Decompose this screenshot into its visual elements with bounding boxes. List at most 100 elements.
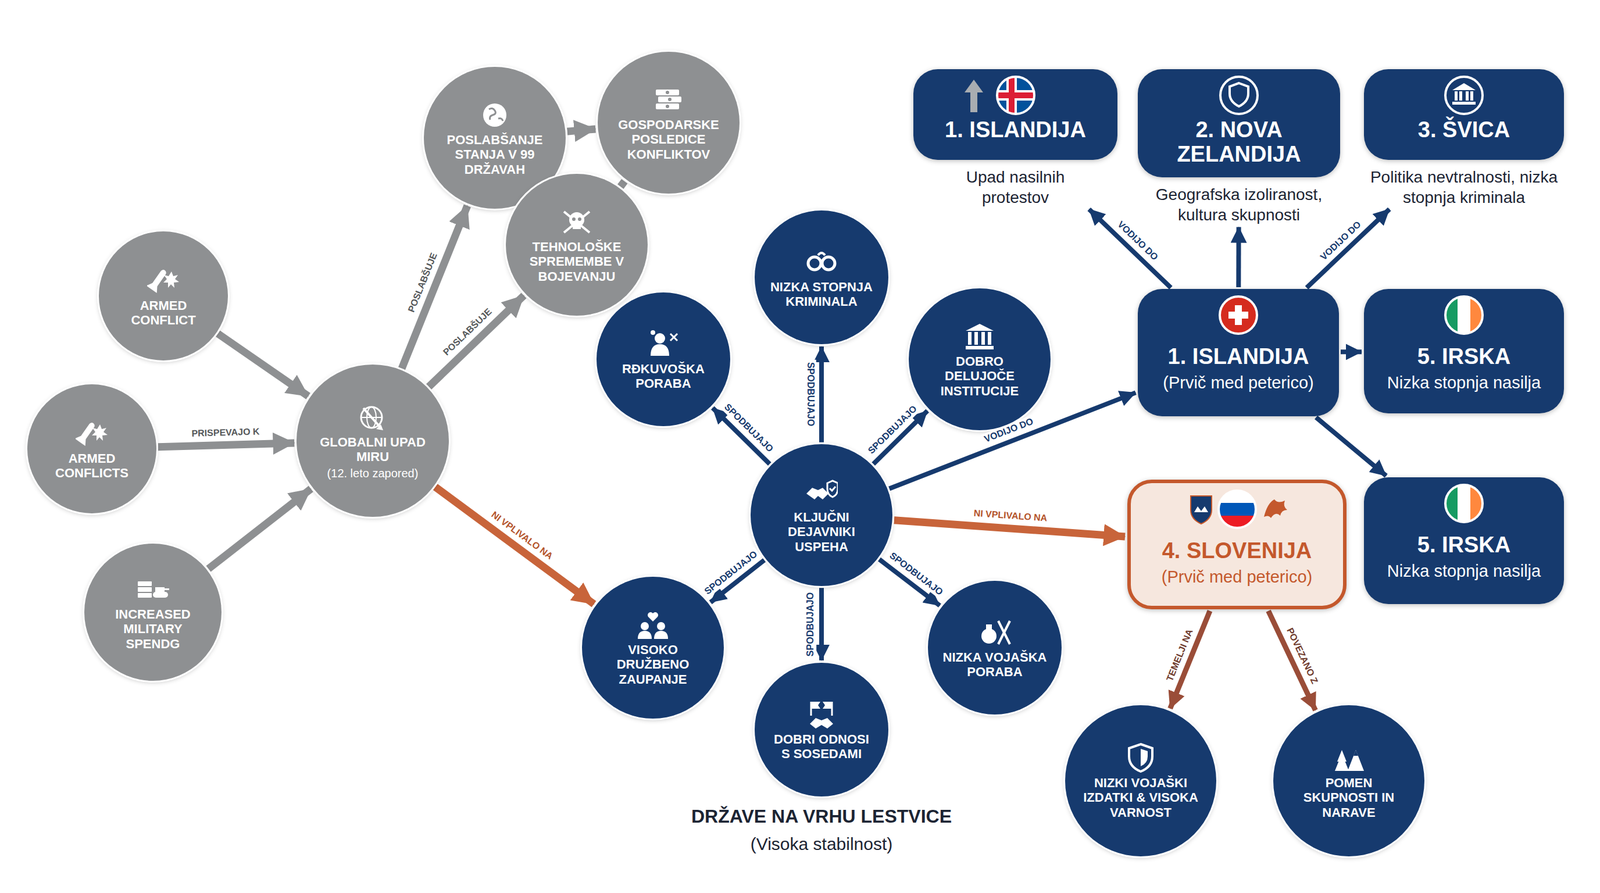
- circle-icon-part: [998, 620, 1010, 645]
- circle-icon-part: [572, 217, 576, 221]
- rank-box: 1. ISLANDIJA: [913, 69, 1118, 160]
- edge-label: POSLABŠUJE: [405, 248, 442, 316]
- circle-icon-part: [650, 330, 656, 335]
- flag-icon-part: [1454, 91, 1458, 101]
- edge-label: SPODBUJAJO: [885, 548, 948, 599]
- circle-heading: RÐKUVOŠKA PORABA: [611, 361, 716, 392]
- circle-icon-part: [998, 620, 1010, 645]
- circle-text: POMEN SKUPNOSTI IN NARAVE: [1290, 775, 1407, 820]
- circle-icon-part: [665, 90, 670, 95]
- flag-icon-part: [1470, 91, 1474, 101]
- circle-icon-part: [163, 271, 180, 288]
- circle-icon: [136, 573, 170, 606]
- flag-icon-part: [1263, 499, 1288, 519]
- edge-label: NI VPLIVALO NA: [487, 507, 557, 564]
- flag-icon-part: [992, 92, 1039, 99]
- country-card: 3. ŠVICAPolitika nevtralnosti, nizka sto…: [1363, 69, 1564, 208]
- connector-arrow: [819, 587, 824, 661]
- rank-box: 5. IRSKANizka stopnja nasilja: [1363, 477, 1564, 605]
- circle-icon-part: [981, 628, 997, 644]
- rank-note: (Prvič med peterico): [1140, 566, 1334, 588]
- topic-circle: INCREASED MILITARY SPENDG: [84, 543, 222, 681]
- flag-icon: [928, 73, 1103, 117]
- flag-icon-part: [1440, 481, 1488, 525]
- circle-icon-part: [152, 591, 169, 598]
- country-card: 5. IRSKANizka stopnja nasilja: [1363, 288, 1564, 414]
- flag-icon-part: [1229, 83, 1249, 107]
- connector-arrow: [429, 295, 524, 387]
- circle-icon-part: [654, 630, 669, 639]
- circle-icon-part: [822, 701, 832, 709]
- circle-icon: [805, 476, 838, 509]
- edge-label: SPODBUJAJO: [804, 359, 817, 429]
- circle-text: ARMED CONFLICT: [113, 298, 213, 328]
- circle-heading: GLOBALNI UPAD MIRU: [314, 434, 431, 465]
- circle-heading: POMEN SKUPNOSTI IN NARAVE: [1290, 775, 1407, 820]
- edge-label: SPODBUJAJO: [700, 546, 762, 598]
- circle-icon-part: [827, 480, 838, 498]
- circle-note: (12. leto zapored): [314, 466, 431, 481]
- circle-text: DOBRI ODNOSI S SOSEDAMI: [769, 731, 874, 762]
- connector-arrow: [435, 486, 595, 605]
- rank-heading: 1. ISLANDIJA: [922, 118, 1109, 143]
- rank-note: (Prvič med peterico): [1147, 372, 1330, 394]
- circle-heading: DOBRO DELUJOČE INSTITUCIJE: [927, 354, 1032, 399]
- rank-heading: 5. IRSKA: [1373, 533, 1555, 558]
- flag-icon-part: [1008, 73, 1015, 117]
- circle-heading: NIZKA VOJAŠKA PORABA: [942, 650, 1048, 680]
- circle-heading: ARMED CONFLICT: [113, 298, 213, 328]
- circle-icon-part: [650, 344, 670, 356]
- flag-icon: [1376, 293, 1552, 337]
- edge-label: SPODBUJAJO: [804, 589, 817, 659]
- flag-icon-part: [1445, 296, 1483, 334]
- rank-heading: 4. SLOVENIJA: [1140, 538, 1334, 564]
- flag-icon-part: [1459, 91, 1463, 101]
- circle-icon-part: [577, 217, 582, 221]
- circle-icon: [978, 616, 1012, 649]
- rank-note: Nizka stopnja nasilja: [1373, 372, 1555, 394]
- circle-icon: [963, 320, 996, 353]
- circle-text: KLJUČNI DEJAVNIKI USPEHA: [769, 509, 874, 555]
- flag-icon-part: [1445, 76, 1483, 114]
- topic-circle: RÐKUVOŠKA PORABA: [596, 292, 731, 427]
- circle-icon-part: [968, 331, 972, 345]
- rank-box: 4. SLOVENIJA(Prvič med peterico): [1127, 479, 1347, 610]
- flag-icon-part: [964, 79, 984, 113]
- flag-icon-part: [1457, 481, 1471, 525]
- circle-heading: KLJUČNI DEJAVNIKI USPEHA: [769, 509, 874, 555]
- connector-arrow: [1316, 417, 1387, 477]
- topic-circle: DOBRO DELUJOČE INSTITUCIJE: [908, 288, 1051, 431]
- circle-icon-part: [376, 424, 384, 431]
- flag-icon-part: [1228, 311, 1249, 319]
- connector-arrow: [873, 411, 928, 465]
- circle-icon: [560, 205, 594, 239]
- circle-icon-part: [147, 280, 160, 294]
- circle-icon-part: [1353, 750, 1359, 756]
- circle-icon-part: [658, 96, 682, 103]
- circle-text: TEHNOLOŠKE SPREMEMBE V BOJEVANJU: [524, 239, 630, 284]
- country-card: 2. NOVA ZELANDIJAGeografska izoliranost,…: [1137, 69, 1341, 225]
- circle-icon-part: [981, 331, 985, 345]
- circle-text: DOBRO DELUJOČE INSTITUCIJE: [927, 354, 1032, 399]
- circle-icon-part: [965, 323, 994, 331]
- flag-icon-part: [992, 73, 1039, 117]
- topic-circle: NIZKA VOJAŠKA PORABA: [927, 580, 1062, 715]
- rank-heading: 2. NOVA ZELANDIJA: [1147, 118, 1331, 167]
- rank-box: 2. NOVA ZELANDIJA: [1137, 69, 1341, 178]
- topic-circle: GLOBALNI UPAD MIRU(12. leto zapored): [296, 364, 449, 517]
- edge-label: POVEZANO Z: [1283, 623, 1322, 688]
- country-card: 1. ISLANDIJAUpad nasilnih protestov: [913, 69, 1118, 208]
- flag-icon-part: [1218, 490, 1256, 528]
- circle-icon-part: [483, 103, 507, 127]
- circle-icon: [647, 327, 680, 361]
- circle-icon-part: [670, 333, 678, 341]
- flag-icon: [1150, 487, 1325, 531]
- edge-label: TEMELJI NA: [1162, 625, 1196, 686]
- circle-icon-part: [818, 252, 825, 256]
- circle-icon: [805, 698, 838, 731]
- circle-heading: NIZKI VOJAŠKI IZDATKI & VISOKA VARNOST: [1082, 775, 1199, 820]
- topic-circle: GOSPODARSKE POSLEDICE KONFLIKTOV: [597, 51, 740, 194]
- circle-heading: INCREASED MILITARY SPENDG: [103, 606, 203, 652]
- connector-arrow: [1088, 209, 1171, 288]
- connector-arrow: [218, 333, 309, 397]
